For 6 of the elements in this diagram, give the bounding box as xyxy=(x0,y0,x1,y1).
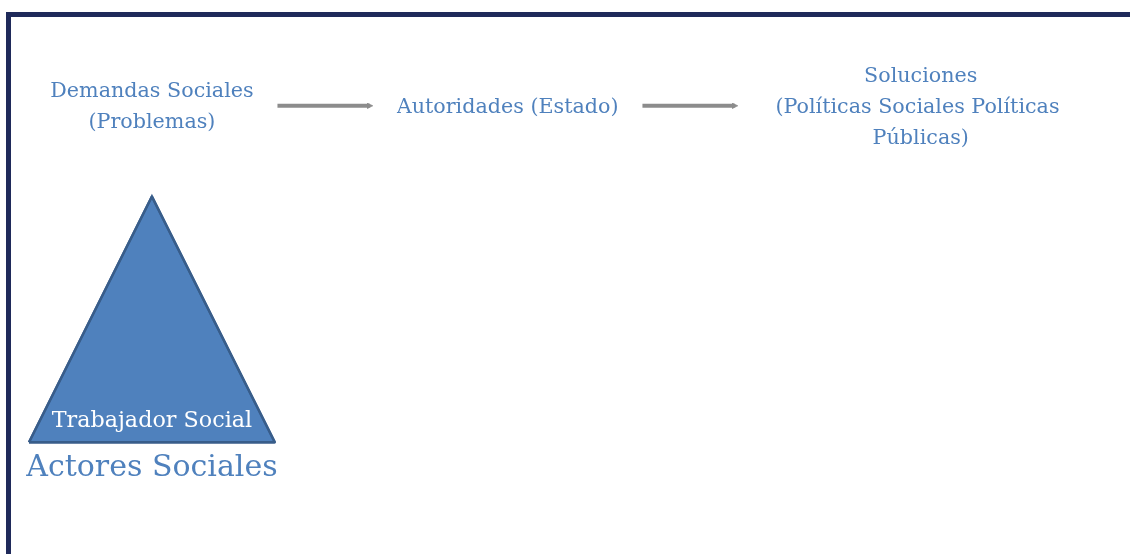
arrow xyxy=(642,102,739,110)
arrow xyxy=(277,102,374,110)
node-text: Demandas Sociales (Problemas) xyxy=(50,78,254,134)
node-text: Soluciones (Políticas Sociales Políticas Públicas) xyxy=(775,62,1060,149)
triangle-caption: Actores Sociales xyxy=(26,448,278,484)
node-text: Autoridades (Estado) xyxy=(396,93,619,118)
